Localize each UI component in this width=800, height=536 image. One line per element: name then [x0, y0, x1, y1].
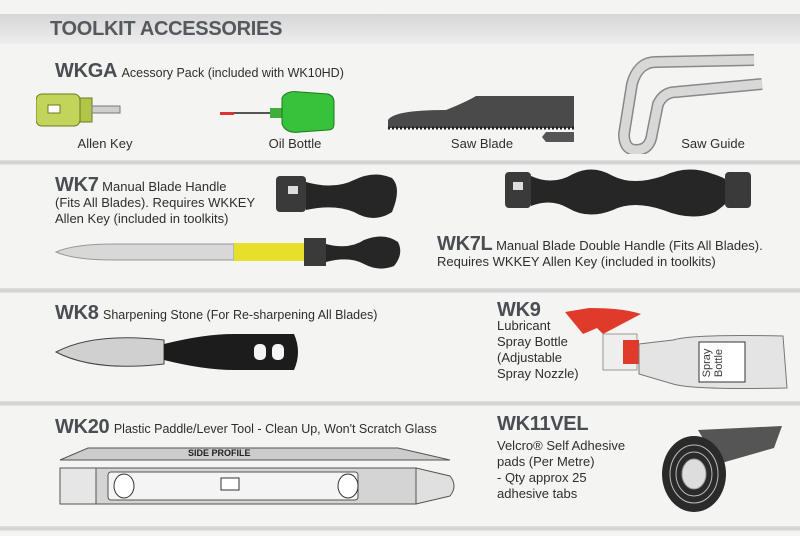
blade-with-handle-image	[54, 236, 401, 269]
wk7-heading: WK7 Manual Blade Handle (Fits All Blades…	[55, 174, 275, 227]
side-profile-label: SIDE PROFILE	[188, 448, 251, 458]
item-label-saw-guide: Saw Guide	[681, 136, 745, 151]
description-line: adhesive tabs	[497, 486, 578, 501]
bottle-label-line: Bottle	[713, 348, 725, 378]
item-label-saw-blade: Saw Blade	[450, 136, 514, 151]
product-description: Sharpening Stone (For Re-sharpening All …	[103, 308, 378, 322]
item-label-oil-bottle: Oil Bottle	[268, 136, 322, 151]
description-line: Spray Bottle	[497, 334, 568, 349]
spray-bottle-image	[565, 308, 788, 389]
product-description: Plastic Paddle/Lever Tool - Clean Up, Wo…	[113, 422, 437, 436]
oil-bottle-image	[220, 91, 335, 133]
section-divider	[0, 401, 800, 406]
title-bar	[0, 14, 800, 44]
description-line: Allen Key (included in toolkits)	[55, 211, 229, 226]
section-divider	[0, 526, 800, 531]
page-title: TOOLKIT ACCESSORIES	[50, 18, 283, 40]
wk9-heading: WK9 Lubricant Spray Bottle (Adjustable S…	[497, 299, 579, 382]
blade-handle-image	[276, 174, 397, 218]
product-code: WK7	[55, 174, 99, 196]
sharpening-stone-image	[54, 334, 298, 370]
bottle-label-line: Spray	[701, 348, 713, 378]
description-line: (Fits All Blades). Requires WKKEY	[55, 195, 256, 210]
saw-blade-image	[388, 96, 574, 142]
velcro-roll-image	[662, 426, 782, 512]
product-code: WK8	[55, 302, 99, 324]
product-description: Acessory Pack (included with WK10HD)	[121, 66, 344, 80]
product-code: WK9	[497, 299, 541, 321]
product-code: WKGA	[55, 60, 118, 82]
description-line: Manual Blade Double Handle (Fits All Bla…	[496, 238, 763, 253]
wkga-heading: WKGA Acessory Pack (included with WK10HD…	[55, 60, 344, 83]
description-line: (Adjustable	[497, 350, 563, 365]
wk7l-heading: WK7L Manual Blade Double Handle (Fits Al…	[437, 233, 797, 270]
paddle-tool-image	[59, 447, 455, 505]
wk8-heading: WK8 Sharpening Stone (For Re-sharpening …	[55, 302, 377, 325]
wk20-heading: WK20 Plastic Paddle/Lever Tool - Clean U…	[55, 416, 437, 439]
product-code: WK20	[55, 416, 110, 438]
product-code: WK7L	[437, 233, 493, 255]
description-line: Spray Nozzle)	[497, 366, 579, 381]
product-code: WK11VEL	[497, 413, 589, 435]
item-label-allen-key: Allen Key	[77, 136, 133, 151]
wk11vel-heading: WK11VEL Velcro® Self Adhesive pads (Per …	[497, 413, 626, 502]
double-handle-image	[505, 169, 751, 217]
saw-guide-image	[618, 54, 763, 154]
section-divider	[0, 288, 800, 293]
description-line: - Qty approx 25	[497, 470, 587, 485]
description-line: pads (Per Metre)	[497, 454, 595, 469]
section-divider	[0, 160, 800, 165]
bottle-label: Spray Bottle	[701, 343, 725, 383]
description-line: Manual Blade Handle	[102, 179, 227, 194]
allen-key-image	[36, 93, 121, 127]
description-line: Velcro® Self Adhesive	[497, 438, 626, 453]
description-line: Requires WKKEY Allen Key (included in to…	[437, 254, 716, 269]
description-line: Lubricant	[497, 318, 551, 333]
